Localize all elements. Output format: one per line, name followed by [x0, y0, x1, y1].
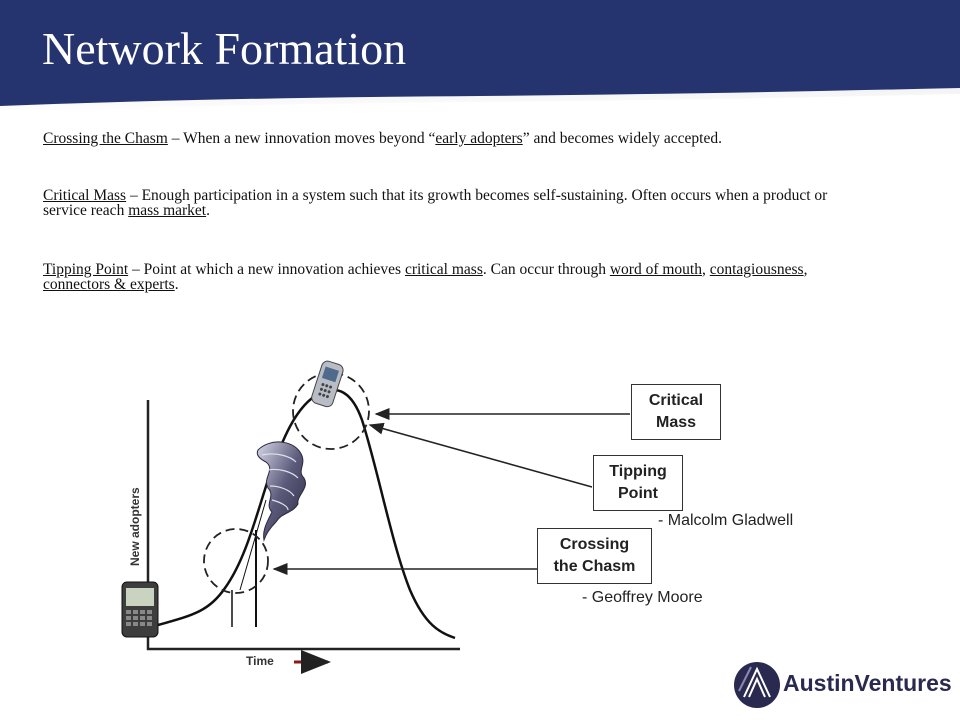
y-axis-label: New adopters [128, 487, 142, 566]
term-contagiousness: contagiousness [709, 261, 804, 278]
moore-attribution: - Geoffrey Moore [582, 589, 703, 606]
tipping-point-arrow [368, 422, 593, 488]
adoption-curve [157, 388, 456, 640]
x-axis-label: Time [246, 654, 274, 668]
definition-crossing-chasm: Crossing the Chasm – When a new innovati… [43, 130, 722, 147]
crossing-chasm-label-box: Crossing the Chasm [537, 528, 652, 584]
header-banner [0, 0, 960, 110]
tipping-point-label-box: Tipping Point [593, 455, 683, 511]
austin-ventures-logo-text: AustinVentures [783, 670, 952, 696]
term-early-adopters: early adopters [435, 130, 523, 147]
mobile-phone-icon [311, 360, 344, 408]
definition-critical-mass: Critical Mass – Enough participation in … [43, 187, 828, 219]
tornado-icon [256, 441, 306, 542]
definition-tipping-point: Tipping Point – Point at which a new inn… [43, 261, 808, 293]
term-crossing-chasm: Crossing the Chasm [43, 130, 168, 147]
term-word-of-mouth: word of mouth [609, 261, 702, 278]
chasm-circle [203, 528, 269, 594]
slide-title: Network Formation [42, 23, 407, 74]
gladwell-attribution: - Malcolm Gladwell [658, 512, 794, 529]
term-connectors-experts: connectors & experts [43, 276, 175, 293]
term-tipping-point: Tipping Point [43, 261, 129, 278]
pda-device-icon [121, 581, 159, 638]
term-critical-mass: Critical Mass [43, 187, 127, 204]
critical-mass-label-box: Critical Mass [631, 384, 721, 440]
tornado-trail-line [239, 499, 267, 591]
austin-ventures-logo-icon [734, 662, 780, 708]
term-critical-mass-link: critical mass [404, 261, 483, 278]
term-mass-market: mass market [128, 202, 207, 219]
critical-mass-circle [292, 372, 370, 450]
